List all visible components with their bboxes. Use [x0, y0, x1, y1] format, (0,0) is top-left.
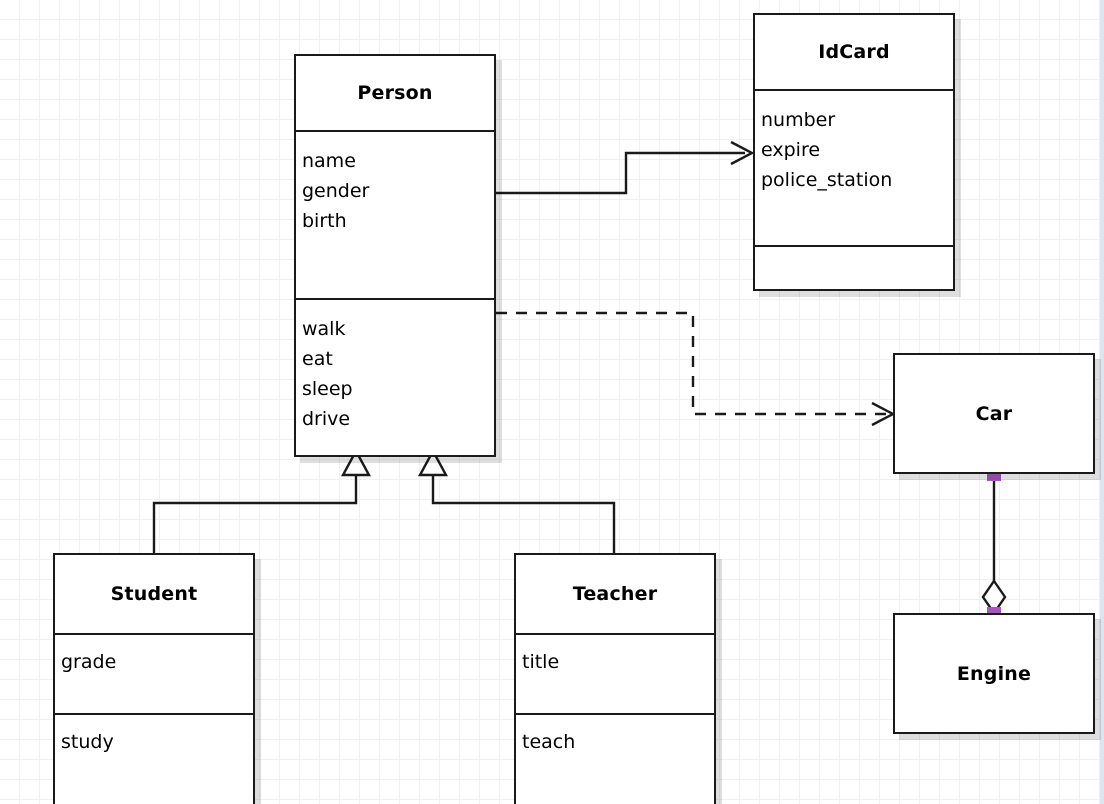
class-name-engine: Engine	[895, 615, 1093, 732]
class-attributes-person: name gender birth	[296, 130, 494, 298]
attribute: expire	[761, 139, 821, 161]
class-title-text: Student	[110, 583, 198, 605]
class-box-teacher[interactable]: Teacher title teach	[514, 553, 716, 804]
attribute: name	[302, 150, 356, 172]
class-name-person: Person	[296, 56, 494, 130]
class-attributes-student: grade	[55, 633, 253, 713]
class-box-student[interactable]: Student grade study	[53, 553, 255, 804]
class-box-person[interactable]: Person name gender birth walk eat sleep …	[294, 54, 496, 457]
class-name-student: Student	[55, 555, 253, 633]
class-operations-teacher: teach	[516, 713, 714, 804]
operation: drive	[302, 408, 351, 430]
operation: teach	[522, 731, 576, 753]
class-operations-person: walk eat sleep drive	[296, 298, 494, 455]
class-attributes-teacher: title	[516, 633, 714, 713]
attribute: police_station	[761, 169, 893, 191]
class-title-text: Teacher	[572, 583, 658, 605]
operation: study	[61, 731, 114, 753]
operation: walk	[302, 318, 346, 340]
operation: sleep	[302, 378, 353, 400]
class-title-text: Car	[975, 402, 1013, 425]
class-name-idcard: IdCard	[755, 15, 953, 89]
attribute: birth	[302, 210, 347, 232]
operation: eat	[302, 348, 333, 370]
class-name-car: Car	[895, 355, 1093, 472]
class-operations-idcard	[755, 245, 953, 289]
dependency-person-car[interactable]	[496, 311, 896, 427]
class-box-car[interactable]: Car	[893, 353, 1095, 474]
attribute: number	[761, 109, 836, 131]
attribute: title	[522, 651, 560, 673]
class-title-text: IdCard	[818, 41, 890, 63]
class-box-engine[interactable]: Engine	[893, 613, 1095, 734]
class-attributes-idcard: number expire police_station	[755, 89, 953, 245]
class-name-teacher: Teacher	[516, 555, 714, 633]
class-box-idcard[interactable]: IdCard number expire police_station	[753, 13, 955, 291]
generalization-teacher-person[interactable]	[417, 448, 616, 553]
canvas-right-edge	[1100, 0, 1104, 804]
class-operations-student: study	[55, 713, 253, 804]
attribute: gender	[302, 180, 370, 202]
generalization-student-person[interactable]	[152, 448, 372, 553]
attribute: grade	[61, 651, 117, 673]
class-title-text: Person	[357, 82, 433, 104]
aggregation-car-engine[interactable]	[981, 467, 1007, 621]
class-title-text: Engine	[956, 662, 1032, 685]
association-person-idcard[interactable]	[496, 140, 755, 195]
